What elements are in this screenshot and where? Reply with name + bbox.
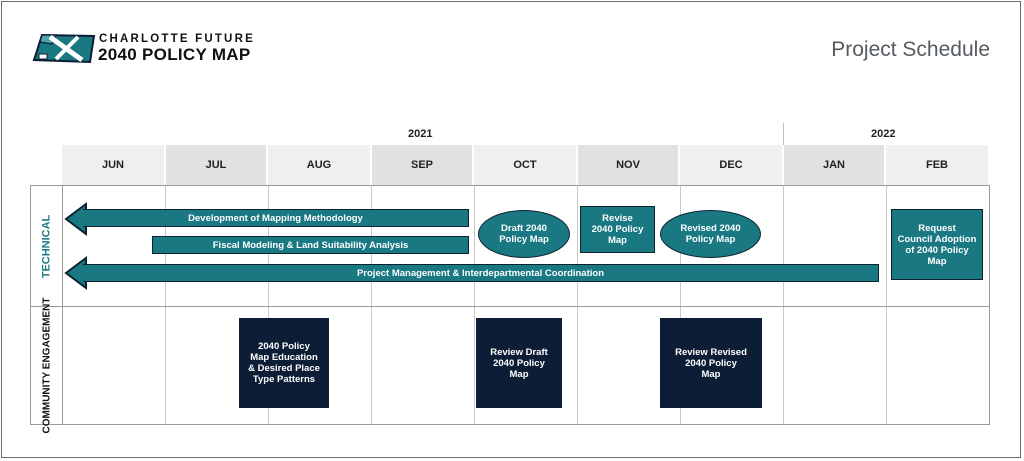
request-council-adoption-box: Request Council Adoption of 2040 Policy … [891, 209, 983, 280]
month-header-aug: AUG [268, 145, 370, 185]
grid-line [371, 186, 372, 424]
month-header-feb: FEB [886, 145, 988, 185]
row-label-community: COMMUNITY ENGAGEMENT [31, 297, 62, 433]
row-label-technical-text: TECHNICAL [40, 214, 52, 278]
page-title: Project Schedule [831, 38, 990, 61]
revise-policy-map-box: Revise 2040 Policy Map [580, 206, 655, 253]
review-revised-box: Review Revised 2040 Policy Map [660, 318, 762, 408]
month-header-jul: JUL [166, 145, 266, 185]
year-2022-label: 2022 [871, 128, 896, 140]
grid-line [474, 186, 475, 424]
revised-policy-map-milestone: Revised 2040 Policy Map [660, 210, 761, 258]
year-divider [783, 123, 784, 145]
mapping-methodology-bar: Development of Mapping Methodology [83, 209, 469, 227]
review-draft-box: Review Draft 2040 Policy Map [476, 318, 562, 408]
mapping-methodology-label: Development of Mapping Methodology [188, 212, 363, 224]
month-header-nov: NOV [578, 145, 678, 185]
logo-text-line1: CHARLOTTE FUTURE [99, 33, 255, 45]
grid-line [577, 186, 578, 424]
draft-policy-map-milestone: Draft 2040 Policy Map [478, 210, 570, 258]
fiscal-modeling-bar: Fiscal Modeling & Land Suitability Analy… [152, 236, 469, 254]
year-2021-label: 2021 [408, 128, 433, 140]
month-header-sep: SEP [372, 145, 472, 185]
policy-map-education-box: 2040 Policy Map Education & Desired Plac… [239, 318, 329, 408]
logo-text-line2: 2040 POLICY MAP [98, 45, 251, 64]
charlotte-future-logo: CHARLOTTE FUTURE 2040 POLICY MAP [32, 32, 272, 68]
logo-map-icon [32, 33, 96, 64]
grid-line [680, 186, 681, 424]
month-header-jan: JAN [784, 145, 884, 185]
grid-line [62, 186, 63, 424]
row-divider [31, 306, 989, 307]
month-header-jun: JUN [62, 145, 164, 185]
row-label-community-text: COMMUNITY ENGAGEMENT [41, 297, 52, 433]
grid-line [165, 186, 166, 424]
grid-line [268, 186, 269, 424]
project-management-bar: Project Management & Interdepartmental C… [83, 264, 879, 282]
project-management-label: Project Management & Interdepartmental C… [356, 267, 605, 279]
row-label-technical: TECHNICAL [31, 186, 62, 306]
month-header-dec: DEC [680, 145, 782, 185]
fiscal-modeling-label: Fiscal Modeling & Land Suitability Analy… [212, 239, 409, 251]
grid-line [783, 186, 784, 424]
schedule-grid: TECHNICAL COMMUNITY ENGAGEMENT [30, 185, 990, 433]
grid-line [886, 186, 887, 424]
month-header-oct: OCT [474, 145, 576, 185]
